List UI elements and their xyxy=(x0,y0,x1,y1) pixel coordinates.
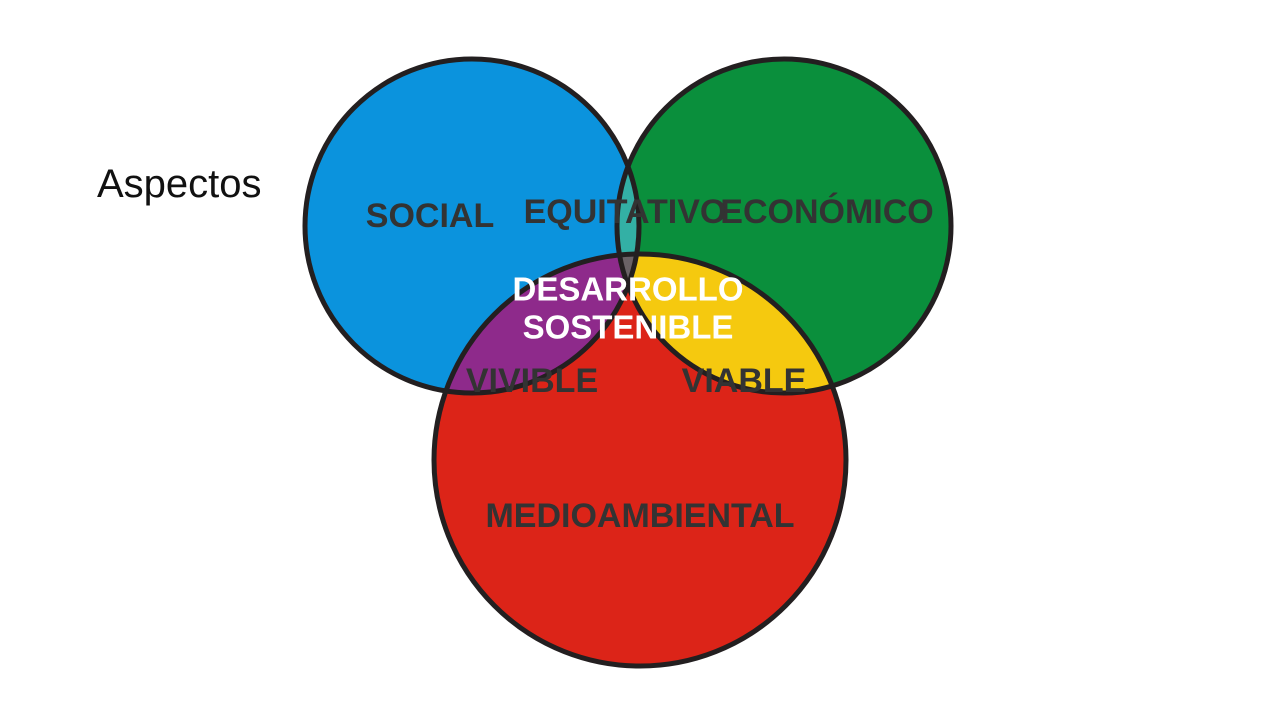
label-medioambiental: MEDIOAMBIENTAL xyxy=(485,497,794,535)
label-vivible: VIVIBLE xyxy=(466,362,598,400)
region-vivible xyxy=(434,254,639,393)
outline-economico xyxy=(614,56,954,396)
label-economico: ECONÓMICO xyxy=(720,193,933,231)
label-viable: VIABLE xyxy=(682,362,807,400)
outline-medioambiental xyxy=(431,251,849,669)
outline-social xyxy=(302,56,642,396)
region-viable xyxy=(617,254,846,393)
label-social: SOCIAL xyxy=(366,197,494,235)
label-sostenible: SOSTENIBLE xyxy=(523,309,734,346)
label-desarrollo: DESARROLLO xyxy=(513,271,744,308)
side-title: Aspectos xyxy=(97,162,262,206)
label-equitativo: EQUITATIVO xyxy=(524,193,727,231)
